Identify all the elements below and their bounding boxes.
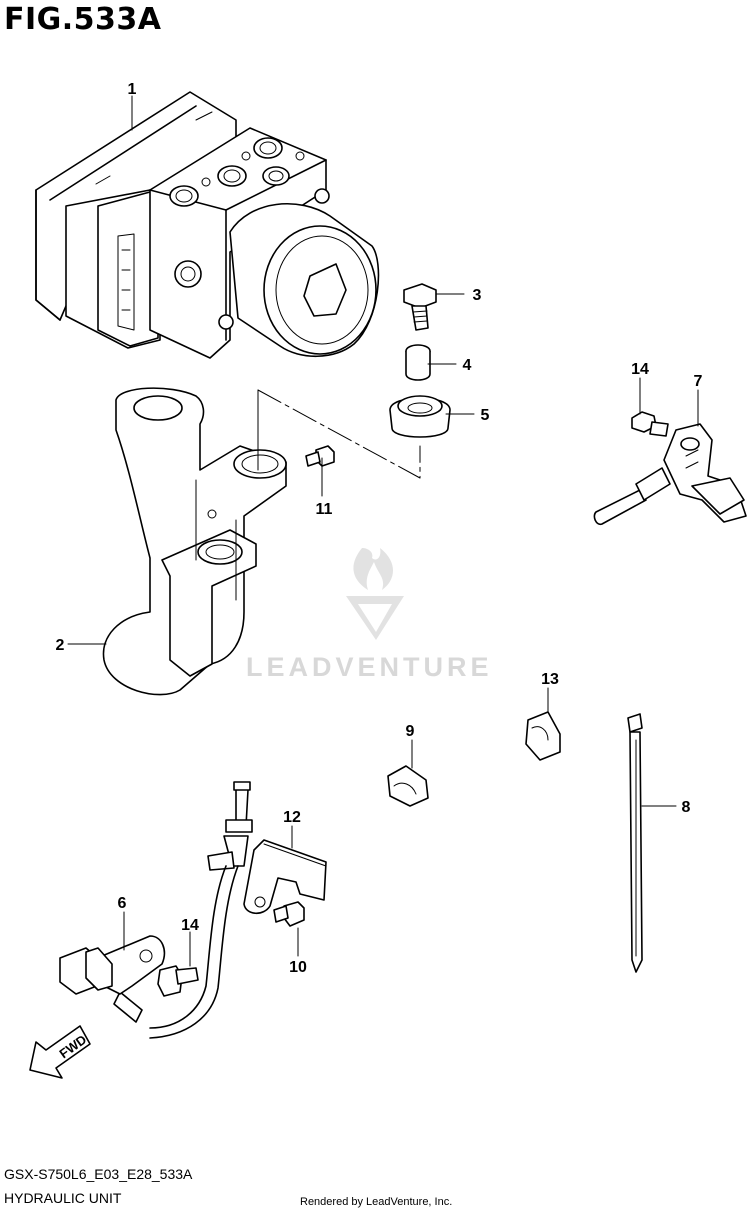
callout-labels: 1 2 3 4 5 6 7 8 9 10 11 12 13 14 14 [56, 81, 703, 976]
clamp-13 [525, 711, 561, 761]
collar-4 [405, 344, 431, 381]
bolt-10 [273, 901, 305, 927]
callout-10: 10 [289, 959, 307, 976]
fwd-arrow: FWD [29, 1025, 91, 1079]
callout-14-lower: 14 [181, 917, 199, 934]
figure-name: HYDRAULIC UNIT [4, 1190, 122, 1206]
callout-1: 1 [128, 81, 137, 98]
wheel-sensor-6 [59, 781, 253, 1039]
abs-hydraulic-unit [35, 91, 380, 359]
bolt-14-upper [631, 411, 669, 437]
sensor-bracket-12 [243, 839, 327, 915]
cable-tie-8 [627, 713, 643, 973]
callout-5: 5 [481, 407, 490, 424]
callout-9: 9 [406, 723, 415, 740]
callout-3: 3 [473, 287, 482, 304]
callout-6: 6 [118, 895, 127, 912]
grommet-5 [389, 395, 451, 438]
watermark-logo [346, 548, 404, 640]
callout-11: 11 [316, 501, 333, 518]
callout-12: 12 [283, 809, 301, 826]
bolt-14-lower [157, 965, 199, 997]
bracket [102, 387, 287, 696]
callout-14-upper: 14 [631, 361, 649, 378]
bolt-3 [403, 283, 437, 331]
bolt-11 [305, 445, 335, 467]
wheel-sensor-7 [593, 423, 747, 526]
figure-code: GSX-S750L6_E03_E28_533A [4, 1166, 193, 1182]
rendered-by-credit: Rendered by LeadVenture, Inc. [300, 1196, 453, 1208]
callout-4: 4 [463, 357, 472, 374]
reference-line-dashed [257, 389, 421, 479]
leader-lines [67, 95, 699, 967]
callout-2: 2 [56, 637, 65, 654]
callout-13: 13 [541, 671, 559, 688]
callout-8: 8 [682, 799, 691, 816]
figure-title: FIG.533A [4, 2, 162, 37]
watermark-text: LEADVENTURE [246, 652, 493, 682]
clamp-9 [387, 765, 429, 807]
callout-7: 7 [694, 373, 703, 390]
